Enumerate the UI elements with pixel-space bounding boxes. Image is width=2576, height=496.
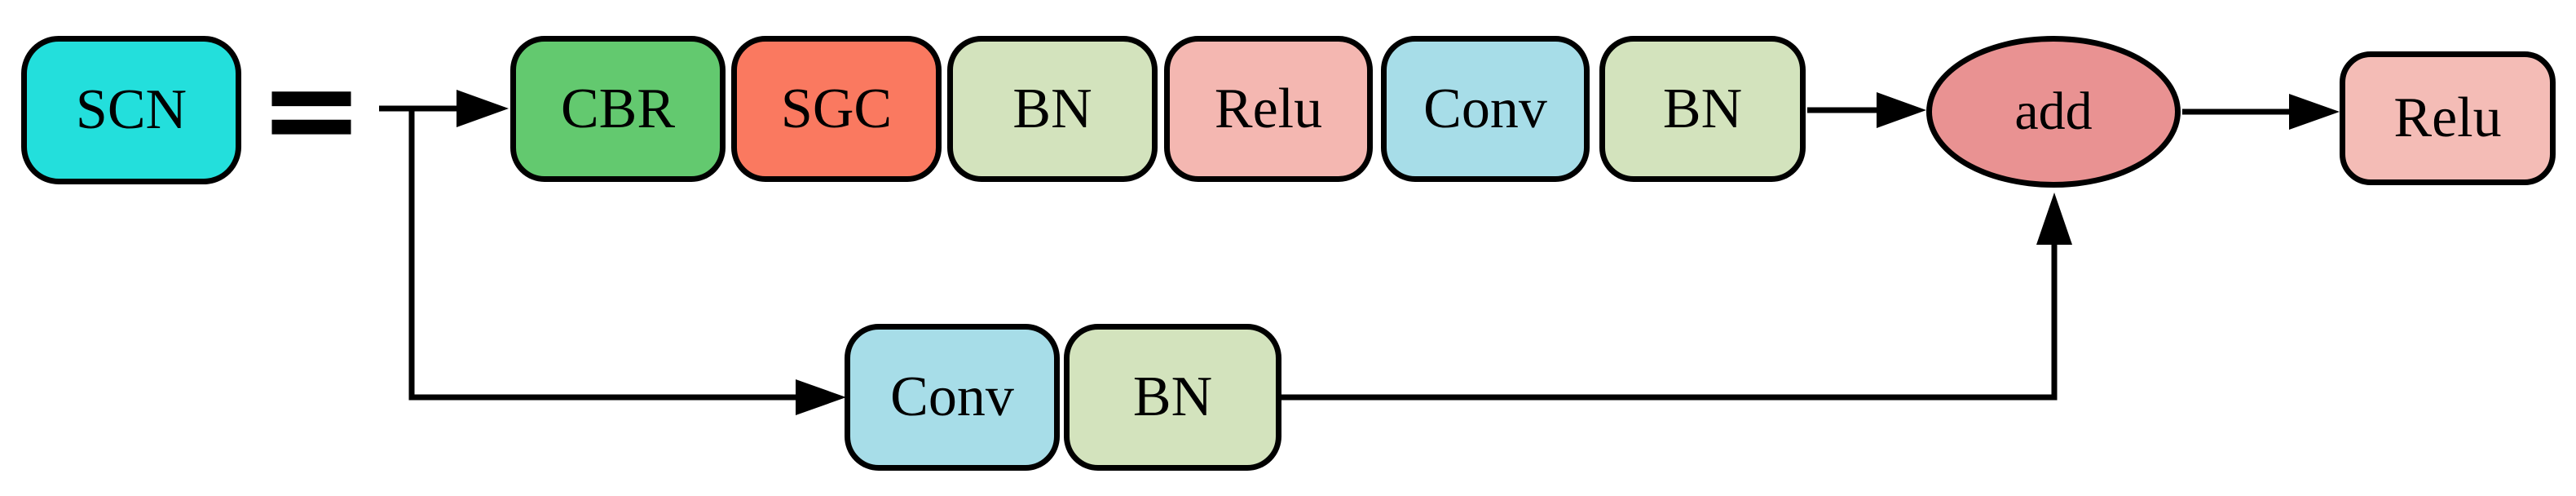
node-cbr: CBR xyxy=(510,36,726,182)
node-scn: SCN xyxy=(21,36,241,184)
node-add: add xyxy=(1926,36,2181,188)
node-bn-skip-label: BN xyxy=(1132,365,1213,428)
node-conv-1-label: Conv xyxy=(1423,77,1547,140)
skip-to-add-line xyxy=(1281,245,2058,401)
node-bn-2: BN xyxy=(1599,36,1806,182)
node-relu-output: Relu xyxy=(2340,51,2556,185)
node-relu-1: Relu xyxy=(1164,36,1373,182)
node-bn-1: BN xyxy=(947,36,1158,182)
node-bn-skip: BN xyxy=(1064,324,1281,471)
skip-branch-line xyxy=(408,108,796,401)
node-add-label: add xyxy=(2014,82,2093,141)
node-conv-skip: Conv xyxy=(845,324,1060,471)
add-to-relu-arrowhead xyxy=(2289,94,2340,130)
node-conv-1: Conv xyxy=(1381,36,1590,182)
bn2-to-add-arrowhead xyxy=(1877,92,1926,128)
node-relu-output-label: Relu xyxy=(2393,86,2502,149)
node-sgc-label: SGC xyxy=(780,77,893,140)
skip-arrowhead xyxy=(796,379,846,415)
equals-sign: = xyxy=(258,34,364,183)
node-bn-1-label: BN xyxy=(1012,77,1092,140)
node-cbr-label: CBR xyxy=(560,77,676,140)
skip-to-add-arrowhead xyxy=(2036,193,2072,245)
node-relu-1-label: Relu xyxy=(1214,77,1323,140)
input-arrowhead xyxy=(457,90,509,127)
node-conv-skip-label: Conv xyxy=(890,365,1014,428)
node-sgc: SGC xyxy=(731,36,942,182)
node-scn-label: SCN xyxy=(75,78,187,141)
node-bn-2-label: BN xyxy=(1662,77,1743,140)
